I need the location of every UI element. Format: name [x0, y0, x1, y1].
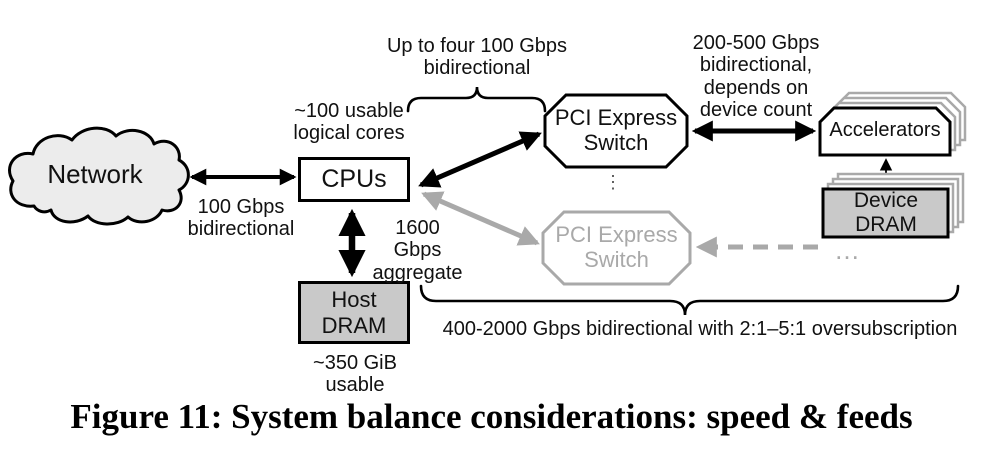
device-dram-label: Device DRAM	[853, 189, 919, 236]
network-cloud	[8, 126, 190, 226]
pci-switch-ghost-label: PCI Express Switch	[555, 222, 678, 272]
pci-switch-octagon	[543, 93, 689, 169]
cpus-label: CPUs	[321, 165, 387, 193]
arrow-cpus-ghost-switch	[421, 191, 540, 246]
top-brace	[406, 86, 547, 113]
net-link-annotation: 100 Gbps bidirectional	[187, 196, 295, 241]
arrow-cpus-pci-switch	[418, 131, 542, 188]
accelerators-label: Accelerators	[829, 119, 941, 142]
device-dram-shape	[821, 187, 950, 239]
network-label: Network	[47, 159, 143, 190]
host-dram-label: Host DRAM	[321, 286, 387, 338]
accelerators-shape	[818, 106, 952, 157]
pci-switch-ghost-octagon	[541, 210, 692, 286]
pci-switch-label: PCI Express Switch	[554, 105, 678, 155]
bottom-brace	[419, 284, 960, 316]
oversubscription-annotation: 400-2000 Gbps bidirectional with 2:1–5:1…	[442, 318, 958, 340]
figure-caption: Figure 11: System balance considerations…	[70, 397, 913, 436]
host-dram-box: Host DRAM	[298, 281, 410, 344]
vertical-ellipsis: ⋮	[604, 172, 622, 192]
up-to-four-annotation: Up to four 100 Gbps bidirectional	[386, 35, 568, 80]
dram-capacity-annotation: ~350 GiB usable	[313, 352, 397, 397]
horizontal-ellipsis: …	[834, 235, 860, 265]
device-dram-stack	[821, 172, 965, 239]
cores-annotation: ~100 usable logical cores	[293, 100, 405, 145]
accelerators-stack	[818, 91, 967, 157]
dram-bandwidth-annotation: 1600 Gbps aggregate	[372, 217, 463, 284]
cpus-box: CPUs	[298, 157, 410, 202]
switch-accel-annotation: 200-500 Gbps bidirectional, depends on d…	[692, 32, 820, 122]
